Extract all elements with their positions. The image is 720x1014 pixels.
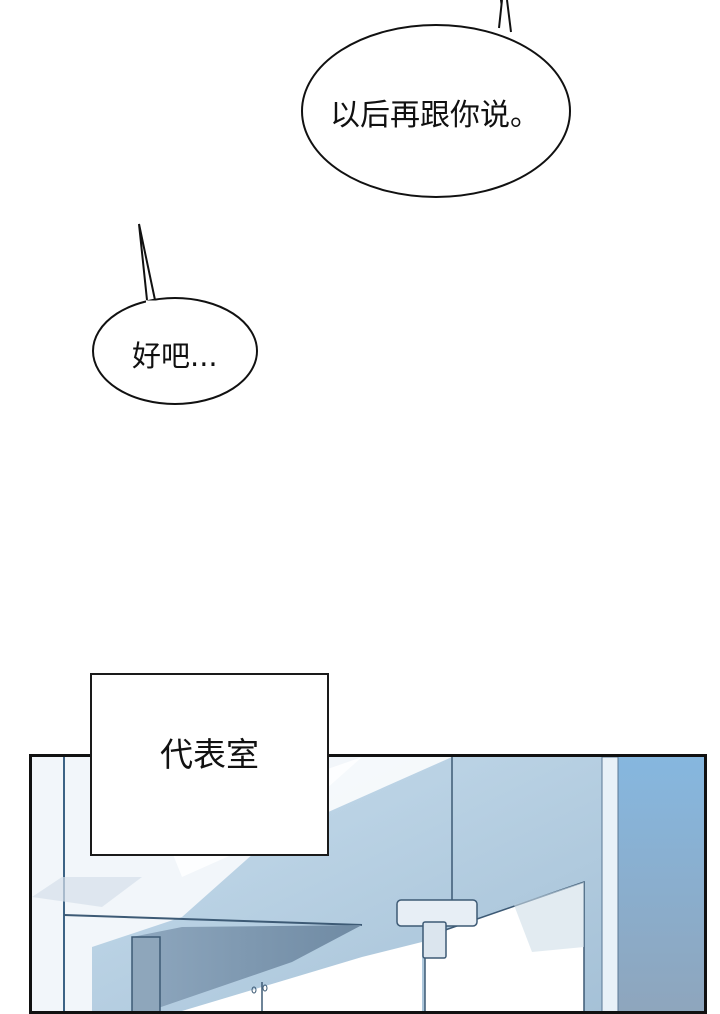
bubble-text-2: 好吧... [132, 339, 218, 373]
office-scene-art [32, 757, 704, 1011]
speech-bubble-2 [92, 223, 258, 405]
caption-text: 代表室 [160, 734, 259, 774]
location-caption-box: 代表室 [90, 673, 329, 856]
bubble-text-1: 以后再跟你说。 [330, 98, 540, 133]
speech-bubble-1 [301, 0, 571, 198]
